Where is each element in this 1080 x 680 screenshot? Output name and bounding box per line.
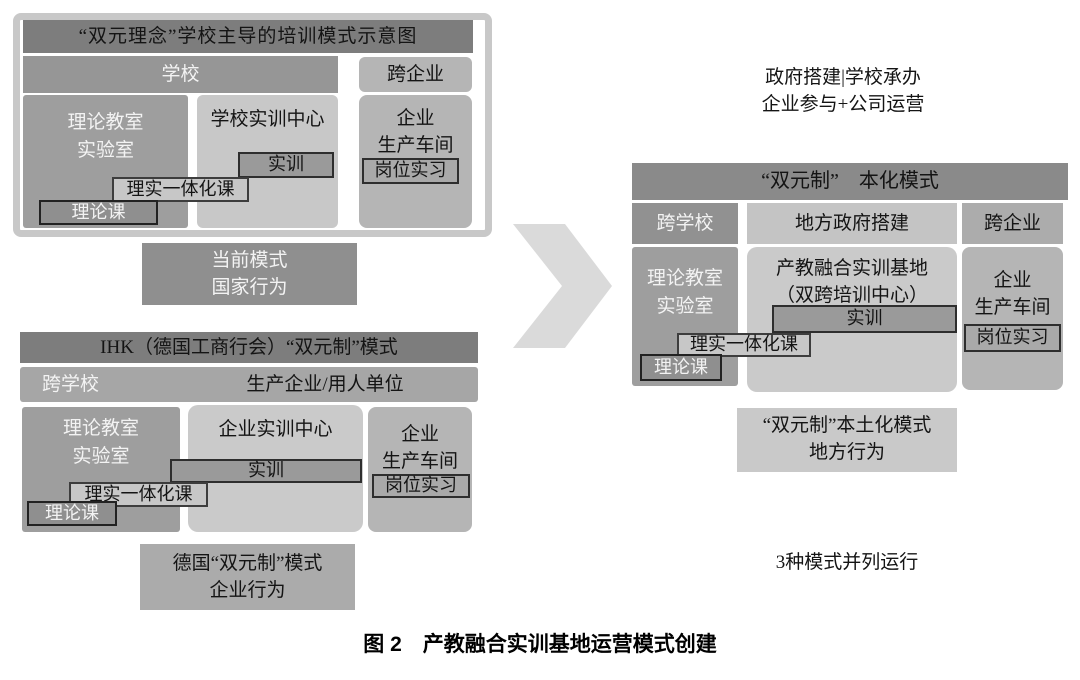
parallel-modes-note: 3种模式并列运行: [775, 552, 919, 573]
localized-model-header-note: 政府搭建|学校承办 企业参与+公司运营: [761, 67, 925, 115]
school-model-title: “双元理念”学校主导的培训模式示意图: [23, 20, 473, 53]
localized-model-post-internship-box: 岗位实习: [964, 324, 1061, 352]
ihk-model-cross-school: 跨学校: [42, 374, 100, 395]
localized-model-cross-school: 跨学校: [632, 203, 738, 244]
school-model-note: 当前模式 国家行为: [142, 243, 357, 305]
school-model-integrated-course-box: 理实一体化课: [112, 177, 249, 202]
localized-model-workshop: 企业 生产车间: [962, 247, 1063, 390]
figure-caption: 图 2 产教融合实训基地运营模式创建: [363, 633, 717, 656]
localized-model-local-gov: 地方政府搭建: [747, 203, 957, 244]
ihk-model-theory-course-box: 理论课: [27, 501, 117, 526]
ihk-model-training-box: 实训: [170, 459, 362, 483]
school-model-post-internship-box: 岗位实习: [362, 158, 459, 184]
localized-model-title: “双元制” 本化模式: [632, 163, 1068, 200]
ihk-model-title: IHK（德国工商行会）“双元制”模式: [20, 332, 478, 363]
school-model-theory-course-box: 理论课: [39, 200, 158, 225]
localized-model-training-box: 实训: [772, 305, 957, 333]
school-model-cross-enterprise: 跨企业: [359, 57, 472, 92]
ihk-model-post-internship-box: 岗位实习: [372, 474, 470, 498]
localized-model-integrated-course-box: 理实一体化课: [677, 333, 811, 357]
ihk-model-note: 德国“双元制”模式 企业行为: [140, 544, 355, 610]
ihk-model-employer: 生产企业/用人单位: [246, 374, 404, 395]
ihk-model-workshop: 企业 生产车间: [368, 407, 472, 532]
localized-model-cross-enterprise: 跨企业: [962, 203, 1063, 244]
school-bar: 学校: [23, 56, 338, 93]
localized-model-note: “双元制”本土化模式 地方行为: [737, 408, 957, 472]
school-model-training-box: 实训: [238, 152, 334, 178]
chevron-right-icon: [513, 224, 612, 348]
ihk-model-header-bar: 跨学校 生产企业/用人单位: [20, 367, 478, 402]
localized-model-theory-course-box: 理论课: [640, 354, 722, 381]
